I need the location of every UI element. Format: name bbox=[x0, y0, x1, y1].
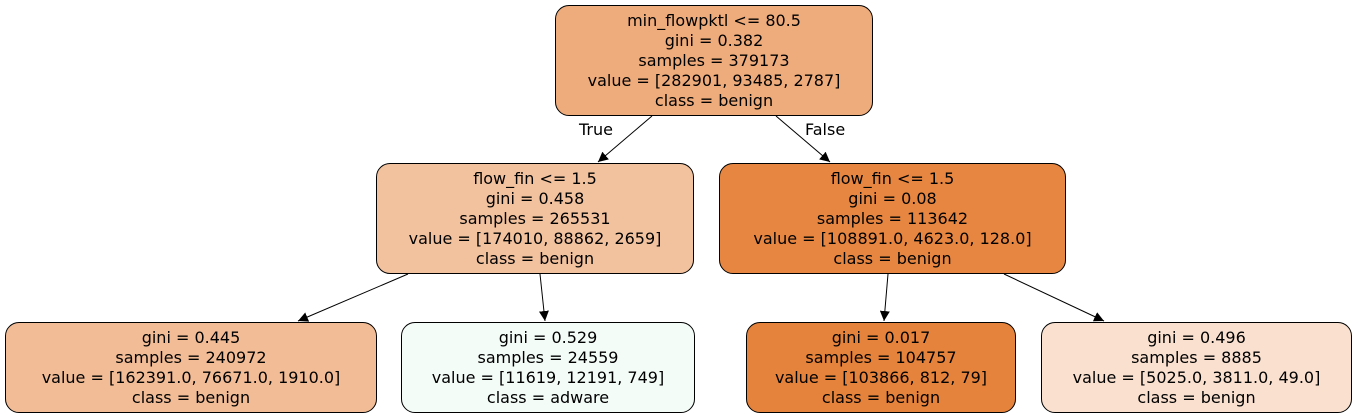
tree-leaf-right-right: gini = 0.496 samples = 8885 value = [502… bbox=[1041, 322, 1352, 413]
node-samples: samples = 379173 bbox=[638, 50, 790, 70]
node-value: value = [11619, 12191, 749] bbox=[431, 367, 665, 387]
edge-label-true: True bbox=[579, 120, 613, 139]
node-gini: gini = 0.529 bbox=[498, 327, 598, 347]
node-class: class = benign bbox=[131, 387, 251, 407]
node-value: value = [103866, 812, 79] bbox=[774, 367, 988, 387]
node-split: flow_fin <= 1.5 bbox=[473, 168, 597, 188]
edge-root-left bbox=[597, 115, 653, 163]
node-class: class = benign bbox=[833, 248, 952, 268]
node-gini: gini = 0.382 bbox=[664, 30, 764, 50]
tree-node-left: flow_fin <= 1.5 gini = 0.458 samples = 2… bbox=[376, 163, 694, 274]
node-class: class = benign bbox=[654, 90, 774, 110]
node-split: flow_fin <= 1.5 bbox=[830, 168, 955, 188]
edge-left-leftright bbox=[538, 273, 549, 322]
tree-leaf-left-left: gini = 0.445 samples = 240972 value = [1… bbox=[5, 322, 377, 413]
node-split: min_flowpktl <= 80.5 bbox=[627, 10, 801, 30]
tree-leaf-left-right: gini = 0.529 samples = 24559 value = [11… bbox=[401, 322, 695, 413]
node-samples: samples = 113642 bbox=[816, 208, 969, 228]
node-gini: gini = 0.017 bbox=[831, 327, 931, 347]
node-class: class = adware bbox=[486, 387, 610, 407]
node-samples: samples = 240972 bbox=[115, 347, 267, 367]
tree-node-right: flow_fin <= 1.5 gini = 0.08 samples = 11… bbox=[719, 163, 1066, 274]
node-samples: samples = 24559 bbox=[477, 347, 619, 367]
edge-right-rightright bbox=[1003, 273, 1105, 322]
node-value: value = [5025.0, 3811.0, 49.0] bbox=[1072, 367, 1321, 387]
node-value: value = [108891.0, 4623.0, 128.0] bbox=[753, 228, 1032, 248]
node-gini: gini = 0.445 bbox=[141, 327, 241, 347]
edge-left-leftleft bbox=[297, 273, 409, 322]
node-gini: gini = 0.496 bbox=[1147, 327, 1246, 347]
node-gini: gini = 0.458 bbox=[485, 188, 585, 208]
node-gini: gini = 0.08 bbox=[848, 188, 937, 208]
edge-root-right bbox=[775, 115, 831, 163]
node-class: class = benign bbox=[475, 248, 595, 268]
edge-label-false: False bbox=[805, 120, 846, 139]
edge-right-rightleft bbox=[879, 273, 890, 322]
tree-leaf-right-left: gini = 0.017 samples = 104757 value = [1… bbox=[746, 322, 1016, 413]
node-class: class = benign bbox=[1137, 387, 1256, 407]
node-value: value = [174010, 88862, 2659] bbox=[408, 228, 662, 248]
node-value: value = [282901, 93485, 2787] bbox=[587, 70, 841, 90]
node-samples: samples = 8885 bbox=[1131, 347, 1262, 367]
node-samples: samples = 265531 bbox=[459, 208, 611, 228]
node-value: value = [162391.0, 76671.0, 1910.0] bbox=[41, 367, 341, 387]
node-class: class = benign bbox=[821, 387, 941, 407]
node-samples: samples = 104757 bbox=[805, 347, 957, 367]
tree-node-root: min_flowpktl <= 80.5 gini = 0.382 sample… bbox=[555, 5, 873, 116]
